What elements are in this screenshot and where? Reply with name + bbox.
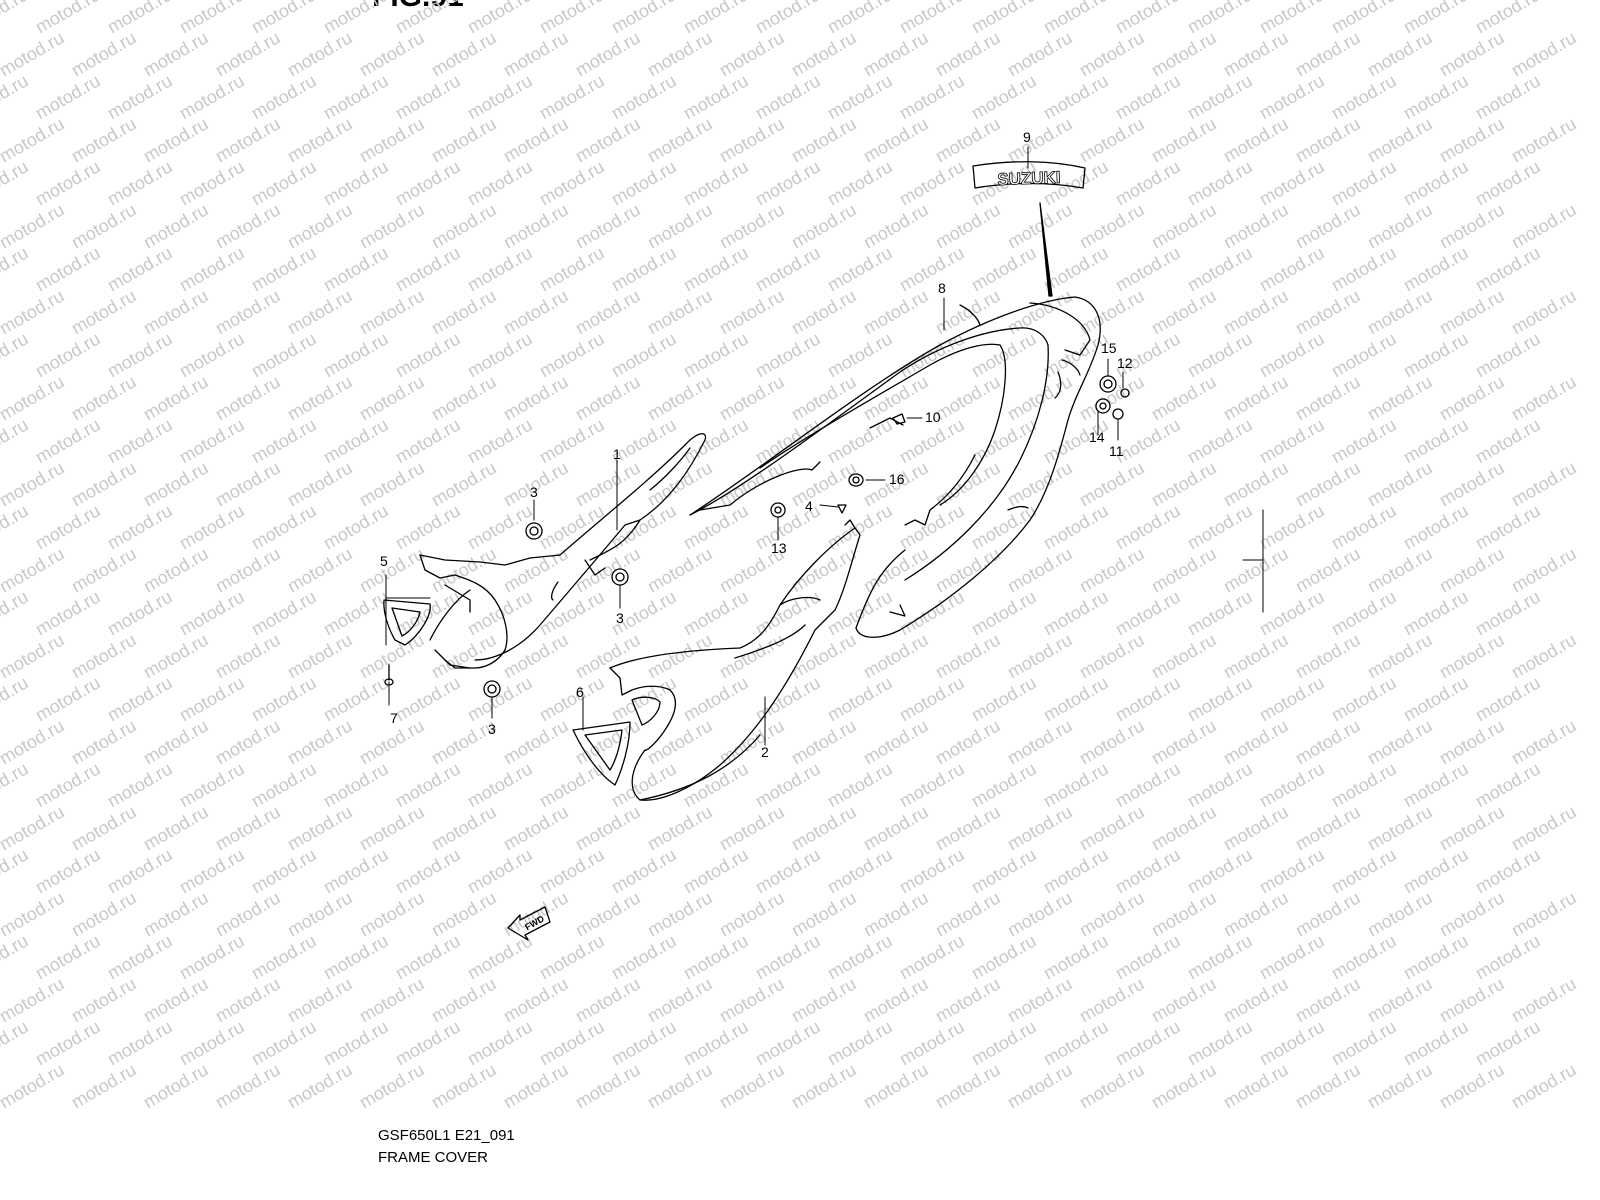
side-cover-part-6[interactable]	[572, 721, 631, 786]
grommet-part-3-b[interactable]	[611, 568, 629, 586]
collar-part-15[interactable]	[1099, 375, 1117, 393]
callout-13: 13	[771, 540, 787, 556]
callout-15: 15	[1101, 340, 1117, 356]
callout-10: 10	[925, 409, 941, 425]
callout-9: 9	[1023, 129, 1031, 145]
callout-11: 11	[1109, 443, 1124, 459]
side-cover-part-5[interactable]	[383, 599, 431, 646]
callout-7: 7	[390, 710, 398, 726]
frame-cover-part-2[interactable]	[609, 519, 861, 801]
callout-14: 14	[1089, 429, 1105, 445]
leader-lines	[385, 146, 1264, 746]
bolt-part-12[interactable]	[1120, 388, 1130, 398]
screw-part-4[interactable]	[837, 504, 847, 514]
callout-labels: 1 2 3 3 3 4 5 6 7 8 9 10 11 12 13 14 15 …	[380, 129, 1133, 760]
caption-name: FRAME COVER	[378, 1149, 489, 1166]
callout-3b: 3	[616, 610, 624, 626]
callout-2: 2	[761, 744, 769, 760]
suzuki-badge-part-9[interactable]	[972, 161, 1086, 297]
figure-title: FIG.91	[372, 0, 464, 14]
grommet-part-3-c[interactable]	[483, 680, 501, 698]
callout-8: 8	[938, 280, 946, 296]
bolt-part-11[interactable]	[1112, 408, 1124, 420]
caption-code: GSF650L1 E21_091	[378, 1127, 515, 1144]
collar-part-14[interactable]	[1095, 398, 1111, 414]
grommet-part-13[interactable]	[770, 502, 786, 518]
grommet-part-3-a[interactable]	[525, 522, 543, 540]
callout-6: 6	[576, 684, 584, 700]
callout-1: 1	[613, 446, 621, 462]
callout-16: 16	[889, 471, 905, 487]
callout-5: 5	[380, 553, 388, 569]
callout-3a: 3	[530, 484, 538, 500]
tail-cowl-part-8[interactable]	[689, 296, 1101, 638]
clip-part-10[interactable]	[892, 413, 906, 425]
suzuki-badge-text: SUZUKI	[997, 168, 1061, 189]
callout-3c: 3	[488, 721, 496, 737]
callout-4: 4	[805, 498, 813, 514]
callout-12: 12	[1117, 355, 1133, 371]
frame-cover-part-1[interactable]	[419, 433, 707, 669]
nut-part-16[interactable]	[848, 473, 864, 487]
fwd-arrow	[507, 906, 551, 941]
